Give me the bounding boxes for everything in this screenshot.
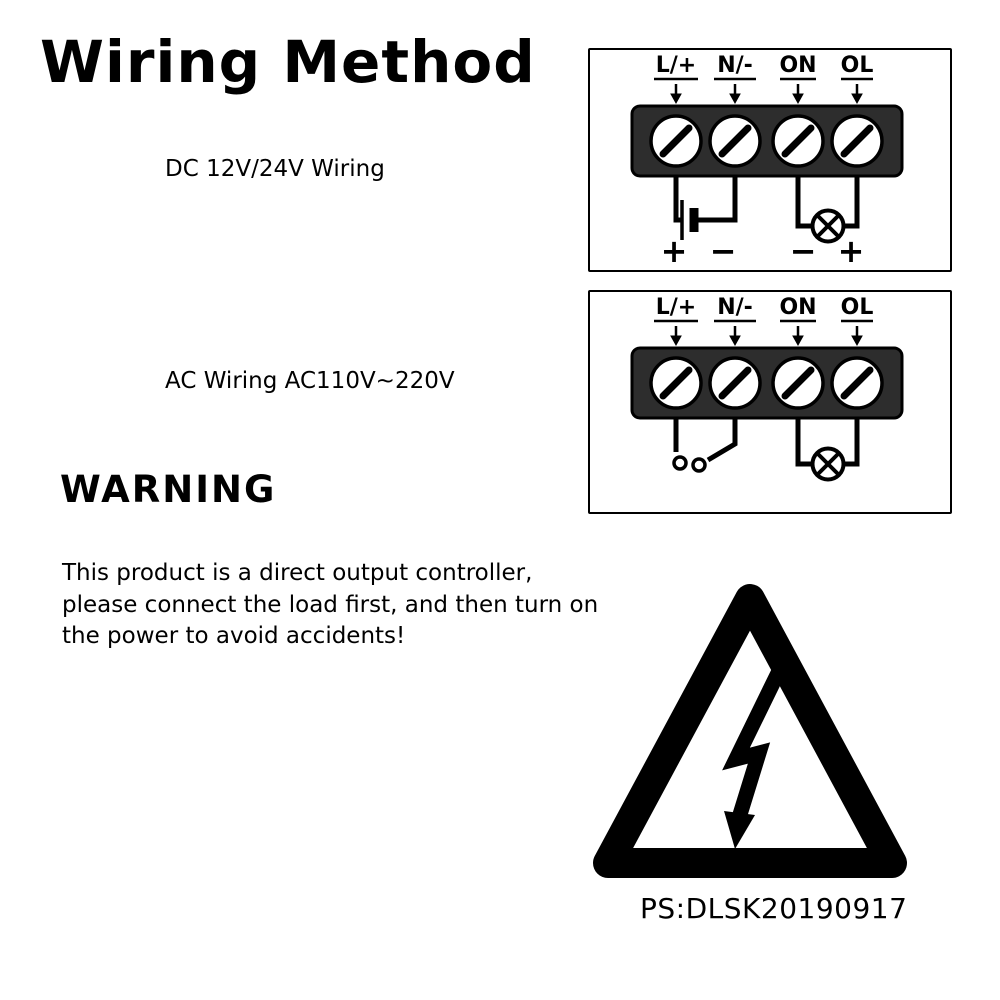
ac-terminal-labels: L/+ N/- ON OL <box>654 295 874 323</box>
dc-diagram-svg: L/+ N/- ON OL <box>630 53 904 270</box>
terminal-block <box>630 104 904 178</box>
polarity-sign: + <box>661 232 688 269</box>
dc-terminal-labels: L/+ N/- ON OL <box>654 53 874 81</box>
hv-icon-svg <box>593 584 907 878</box>
screw-terminals <box>649 114 884 168</box>
lamp-symbol <box>795 176 860 244</box>
terminal-label: OL <box>841 53 874 78</box>
dc-wiring-diagram: L/+ N/- ON OL <box>588 48 952 272</box>
polarity-sign: − <box>710 232 737 269</box>
terminal-label: OL <box>841 295 874 320</box>
battery-symbol <box>673 176 738 240</box>
plug-symbol <box>672 418 738 473</box>
dc-wiring-caption: DC 12V/24V Wiring <box>165 156 385 182</box>
polarity-sign: + <box>838 232 865 269</box>
polarity-sign: − <box>790 232 817 269</box>
high-voltage-warning-icon <box>585 575 915 891</box>
terminal-arrow-icons <box>670 84 863 105</box>
ac-diagram-svg: L/+ N/- ON OL <box>630 295 904 482</box>
ps-code: PS:DLSK20190917 <box>640 892 908 925</box>
terminal-label: L/+ <box>656 53 697 78</box>
lamp-symbol <box>795 418 860 482</box>
warning-heading: WARNING <box>60 468 277 511</box>
dc-polarity-signs: + − − + <box>661 232 865 270</box>
terminal-label: ON <box>779 295 816 320</box>
screw-terminals <box>649 356 884 410</box>
page-title: Wiring Method <box>40 28 536 96</box>
terminal-label: ON <box>779 53 816 78</box>
terminal-label: L/+ <box>656 295 697 320</box>
terminal-label: N/- <box>717 295 753 320</box>
warning-text: This product is a direct output controll… <box>62 560 599 650</box>
ac-wiring-caption: AC Wiring AC110V~220V <box>165 368 455 394</box>
terminal-block <box>630 346 904 420</box>
lightning-bolt-icon <box>722 669 785 849</box>
terminal-label: N/- <box>717 53 753 78</box>
terminal-arrow-icons <box>670 326 863 347</box>
ac-wiring-diagram: L/+ N/- ON OL <box>588 290 952 514</box>
